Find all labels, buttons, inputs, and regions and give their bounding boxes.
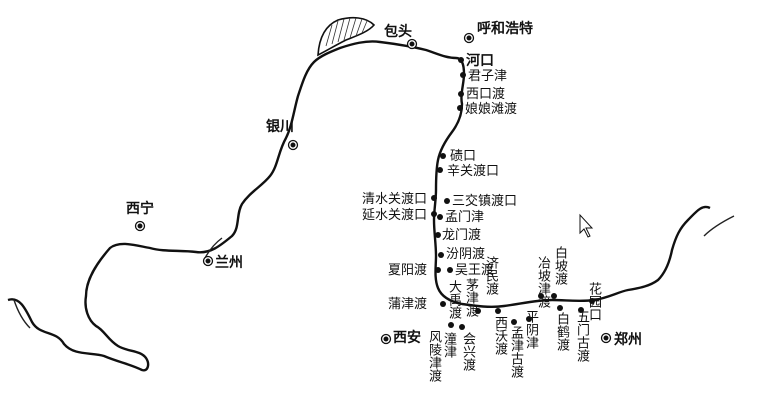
crossing-label-huayuankou: 花园口 xyxy=(586,282,601,321)
dot-maojin xyxy=(475,308,481,314)
crossing-label-huixing: 会兴渡 xyxy=(460,332,475,371)
dot-huayuankou xyxy=(589,298,595,304)
dot-wuwang xyxy=(447,267,453,273)
crossing-label-wuwang: 吴王渡 xyxy=(455,263,495,278)
dot-wumen xyxy=(578,307,584,313)
dot-huixing xyxy=(459,324,465,330)
lanzhou-marker xyxy=(202,255,214,267)
city-label-xian: 西安 xyxy=(393,330,421,346)
crossing-label-maojin: 茅津渡 xyxy=(463,278,478,317)
hetao-lake xyxy=(317,16,376,57)
crossing-label-xiayang: 夏阳渡 xyxy=(388,263,428,278)
crossing-label-wumen: 五门古渡 xyxy=(574,310,589,362)
crossing-label-baihe: 白鹤渡 xyxy=(554,312,569,351)
city-label-hohhot: 呼和浩特 xyxy=(477,21,533,37)
dot-junzijin xyxy=(460,72,466,78)
city-label-zhengzhou: 郑州 xyxy=(614,332,642,348)
dot-baipo xyxy=(551,293,557,299)
crossing-label-jimin: 济民渡 xyxy=(483,256,498,295)
dot-longmen xyxy=(435,232,441,238)
xian-marker xyxy=(380,333,392,345)
crossing-label-mengjin: 孟津古渡 xyxy=(508,326,523,378)
dot-baihe xyxy=(557,305,563,311)
dot-qingshuiguan xyxy=(431,195,437,201)
dot-mengmenjin xyxy=(437,214,443,220)
dot-fengling xyxy=(448,322,454,328)
crossing-label-xiwo: 西沃渡 xyxy=(492,316,507,355)
dot-yanshuiguan xyxy=(431,211,437,217)
crossing-label-xikoudu: 西口渡 xyxy=(466,87,506,102)
crossing-label-yehepo: 冶坡津渡 xyxy=(535,256,550,308)
city-label-yinchuan: 银川 xyxy=(266,119,294,135)
yinchuan-marker xyxy=(287,139,299,151)
crossing-label-dayu: 大禹渡 xyxy=(446,280,461,319)
crossing-label-tongjin: 潼津 xyxy=(441,332,456,358)
crossing-label-sanjiaozhen: 三交镇渡口 xyxy=(452,194,518,209)
crossing-label-niangniangtan: 娘娘滩渡 xyxy=(465,102,518,117)
dot-xiayang xyxy=(435,267,441,273)
city-label-baotou: 包头 xyxy=(384,24,412,40)
city-label-xining: 西宁 xyxy=(126,201,154,217)
crossing-label-junzijin: 君子津 xyxy=(468,69,508,84)
dot-xikoudu xyxy=(458,91,464,97)
tributary-right xyxy=(703,215,735,237)
dot-niangniangtan xyxy=(457,105,463,111)
crossing-label-yanshuiguan: 延水关渡口 xyxy=(362,208,428,223)
crossing-label-longmen: 龙门渡 xyxy=(442,228,482,243)
crossing-label-pingyin: 平阴津 xyxy=(523,310,538,349)
crossing-label-qikou: 碛口 xyxy=(450,149,477,164)
xining-marker xyxy=(134,220,146,232)
dot-mengjin xyxy=(511,319,517,325)
crossing-label-mengmenjin: 孟门津 xyxy=(445,210,485,225)
dot-xiwo xyxy=(495,308,501,314)
crossing-label-pujin: 蒲津渡 xyxy=(388,297,428,312)
yellow-river-main xyxy=(7,40,711,372)
lake-hatching xyxy=(325,17,368,47)
dot-qikou xyxy=(440,153,446,159)
dot-fenyin xyxy=(438,252,444,258)
crossing-label-baipo: 白坡渡 xyxy=(552,246,567,285)
dot-pujin xyxy=(440,301,446,307)
tributary-southwest xyxy=(13,299,31,329)
dot-xinguan xyxy=(437,167,443,173)
crossing-label-hekou: 河口 xyxy=(466,53,494,69)
crossing-label-fengling: 风陵津渡 xyxy=(426,330,441,382)
dot-pingyin xyxy=(526,316,532,322)
crossing-label-xinguan: 辛关渡口 xyxy=(447,164,500,179)
baotou-marker xyxy=(406,38,418,50)
hohhot-marker xyxy=(463,32,475,44)
city-label-lanzhou: 兰州 xyxy=(215,255,243,271)
crossing-label-fenyin: 汾阴渡 xyxy=(446,247,486,262)
dot-sanjiaozhen xyxy=(444,198,450,204)
zhengzhou-marker xyxy=(600,332,612,344)
dot-yehepo xyxy=(538,293,544,299)
dot-hekou xyxy=(458,57,464,63)
crossing-label-qingshuiguan: 清水关渡口 xyxy=(362,192,428,207)
